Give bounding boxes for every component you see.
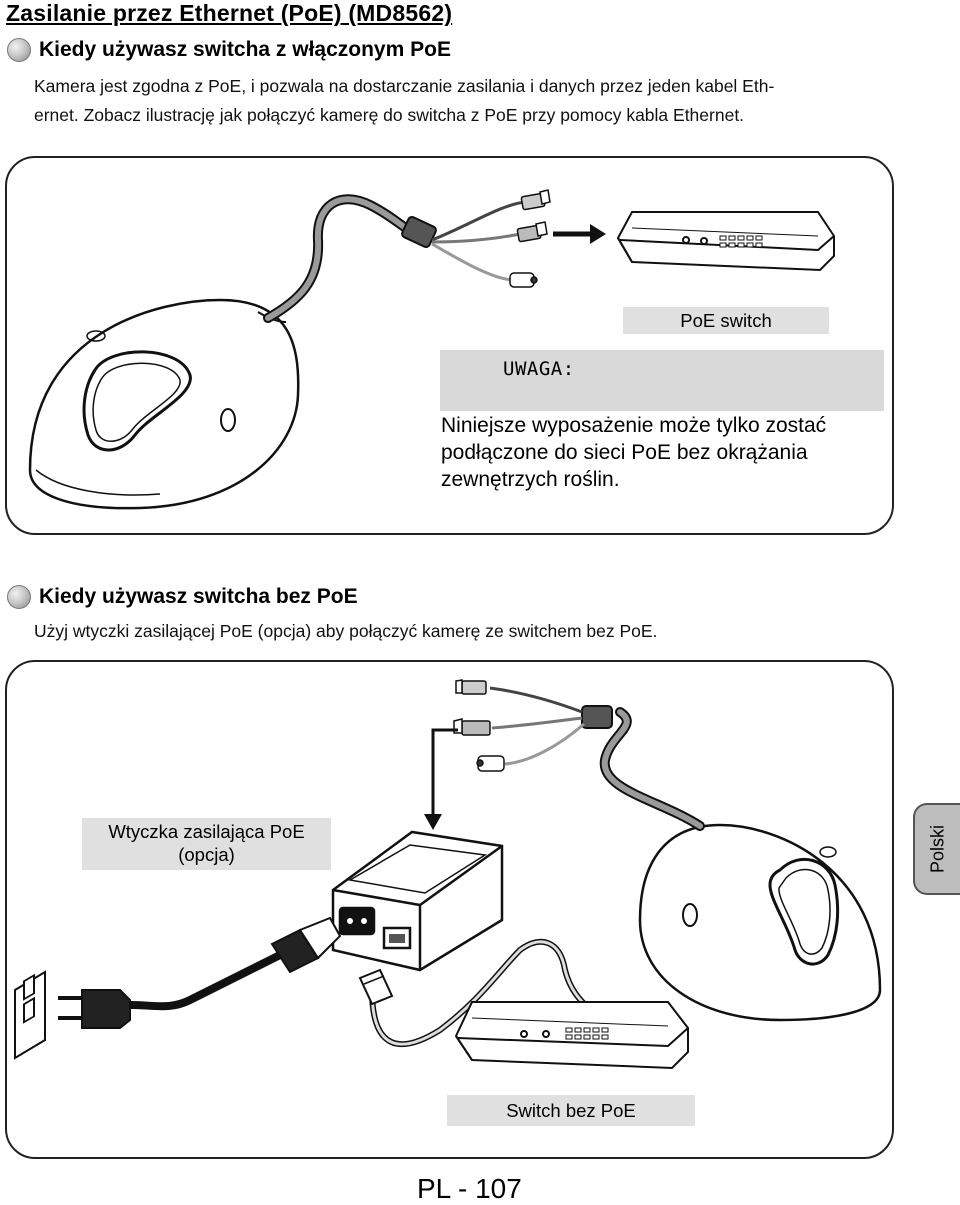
arrow-down-icon xyxy=(424,814,442,830)
poe-injector-device xyxy=(331,830,504,972)
round-bullet-icon xyxy=(7,585,31,609)
wall-outlet xyxy=(14,970,46,1060)
non-poe-switch-label: Switch bez PoE xyxy=(447,1095,695,1126)
paragraph-line: Kamera jest zgodna z PoE, i pozwala na d… xyxy=(34,76,775,96)
round-bullet-icon xyxy=(7,38,31,62)
note-text: Niniejsze wyposażenie może tylko zostać … xyxy=(441,412,826,493)
dc-power-connector xyxy=(476,755,505,772)
section-heading-text: Kiedy używasz switcha bez PoE xyxy=(39,585,358,608)
paragraph-line: ernet. Zobacz ilustrację jak połączyć ka… xyxy=(34,105,745,125)
figure-poe-switch-illustration xyxy=(28,189,835,510)
rj45-connector-top xyxy=(520,189,551,211)
label-line: Wtyczka zasilająca PoE xyxy=(108,821,305,842)
arrow-head-icon xyxy=(590,224,606,244)
section1-paragraph: Kamera jest zgodna z PoE, i pozwala na d… xyxy=(34,72,774,130)
poe-injector-label: Wtyczka zasilająca PoE (opcja) xyxy=(82,818,331,870)
non-poe-switch-device xyxy=(454,1001,689,1070)
section-heading-text: Kiedy używasz switcha z włączonym PoE xyxy=(39,38,451,61)
poe-switch-label: PoE switch xyxy=(623,307,829,334)
rj45-connector-top xyxy=(455,679,487,695)
note-line: Niniejsze wyposażenie może tylko zostać xyxy=(441,414,827,437)
section-heading-poe-switch: Kiedy używasz switcha z włączonym PoE xyxy=(7,38,451,62)
rj45-connector-bottom xyxy=(358,968,394,1006)
ethernet-cable xyxy=(370,940,592,1046)
language-side-tab-text: Polski xyxy=(927,824,947,874)
note-band xyxy=(440,350,884,411)
dc-power-connector xyxy=(509,272,538,288)
page-number: PL - 107 xyxy=(417,1173,522,1204)
camera-dome xyxy=(638,823,882,1022)
poe-switch-device xyxy=(616,211,835,272)
power-cord-connector xyxy=(270,916,342,974)
rj45-connector-middle xyxy=(453,718,491,736)
cable-splitter xyxy=(581,705,613,729)
power-cord xyxy=(126,951,284,1011)
power-plug xyxy=(58,989,131,1029)
page-title: Zasilanie przez Ethernet (PoE) (MD8562) xyxy=(6,0,453,26)
rj45-connector-middle xyxy=(516,221,548,243)
camera-dome xyxy=(28,298,300,510)
note-title: UWAGA: xyxy=(503,358,575,380)
camera-cable xyxy=(599,707,705,831)
note-line: zewnętrzych roślin. xyxy=(441,468,620,491)
section-heading-non-poe-switch: Kiedy używasz switcha bez PoE xyxy=(7,585,358,609)
label-line: (opcja) xyxy=(178,844,235,865)
note-line: podłączone do sieci PoE bez okrążania xyxy=(441,441,808,464)
arrow-elbow-line xyxy=(431,728,458,818)
language-side-tab: Polski xyxy=(913,803,960,895)
section2-paragraph: Użyj wtyczki zasilającej PoE (opcja) aby… xyxy=(34,621,658,641)
